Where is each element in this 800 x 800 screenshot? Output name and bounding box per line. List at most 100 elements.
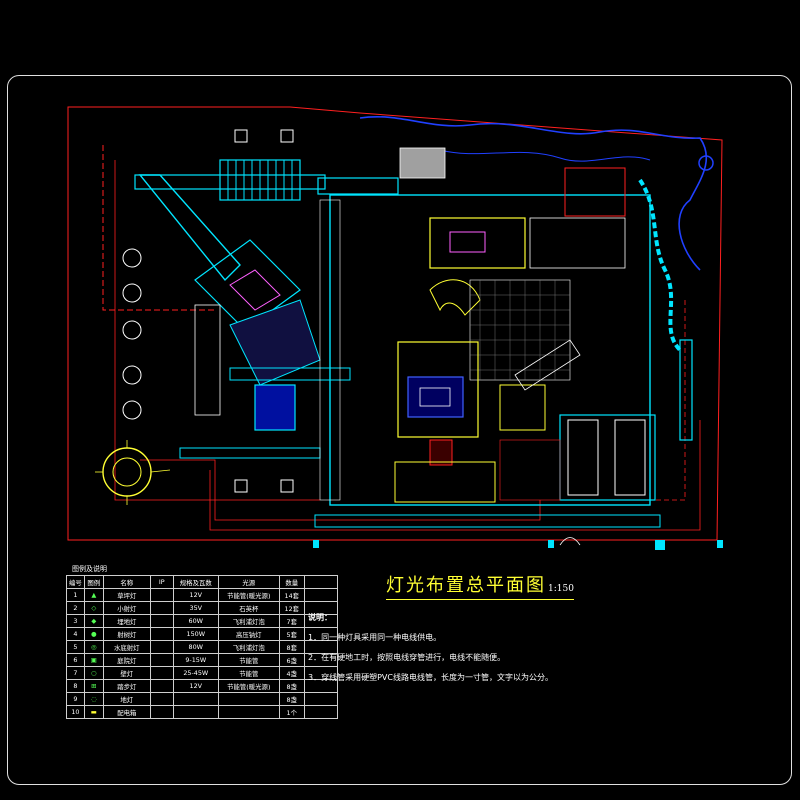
legend-qty: 14套 xyxy=(278,588,305,602)
legend-ip xyxy=(149,601,174,615)
pool xyxy=(254,384,296,431)
lighting-wire xyxy=(140,459,541,521)
legend-spec: 25-45W xyxy=(172,666,219,680)
garage xyxy=(559,414,656,501)
legend-source: 节能管 xyxy=(217,653,280,667)
legend-qty: 8盏 xyxy=(278,692,305,706)
gate xyxy=(313,540,319,548)
gate xyxy=(717,540,723,548)
legend-spec: 150W xyxy=(172,627,219,641)
legend-name: 壁灯 xyxy=(102,666,151,680)
legend-qty: 7套 xyxy=(278,614,305,628)
stair-spiral xyxy=(429,279,481,316)
legend-name: 水底射灯 xyxy=(102,640,151,654)
legend-header: 规格及瓦数 xyxy=(172,575,219,589)
legend-source xyxy=(217,692,280,706)
legend-header: 编号 xyxy=(66,575,85,589)
lighting-wire xyxy=(650,300,686,501)
legend-no: 9 xyxy=(66,692,85,706)
legend-name: 草坪灯 xyxy=(102,588,151,602)
drawing-scale: 1:150 xyxy=(548,584,574,594)
legend-no: 2 xyxy=(66,601,85,615)
legend-spec: 80W xyxy=(172,640,219,654)
legend-title: 图例及说明 xyxy=(72,565,107,573)
legend-remark xyxy=(303,588,338,602)
legend-qty: 6盏 xyxy=(278,653,305,667)
legend-header: 图例 xyxy=(83,575,104,589)
legend-header: 数量 xyxy=(278,575,305,589)
legend-qty: 5套 xyxy=(278,627,305,641)
legend-ip xyxy=(149,653,174,667)
legend-no: 1 xyxy=(66,588,85,602)
dining-room xyxy=(429,217,526,269)
legend-source: 节能管(暖光源) xyxy=(217,588,280,602)
legend-source: 节能管(暖光源) xyxy=(217,679,280,693)
legend-no: 8 xyxy=(66,679,85,693)
legend-no: 6 xyxy=(66,653,85,667)
legend-qty: 8套 xyxy=(278,640,305,654)
walkway xyxy=(134,174,326,190)
car-right xyxy=(614,419,646,496)
legend-header: 光源 xyxy=(217,575,280,589)
legend-ip xyxy=(149,692,174,706)
legend-source xyxy=(217,705,280,719)
legend-icon: ▲ xyxy=(83,588,104,602)
house-wall xyxy=(329,194,651,506)
fountain xyxy=(698,155,714,171)
legend-ip xyxy=(149,627,174,641)
note-item: 2．在有硬地工时，按照电线穿管进行，电线不能随便。 xyxy=(308,653,506,662)
legend-ip xyxy=(149,614,174,628)
gazebo xyxy=(102,447,152,497)
living-room xyxy=(397,341,479,438)
lighting-wire xyxy=(102,145,215,311)
stream xyxy=(439,149,651,162)
tile-strip xyxy=(194,304,221,416)
notes-heading: 说明： xyxy=(308,613,332,622)
legend-icon: ○ xyxy=(83,666,104,680)
legend-header-row: 编号 图例 名称 IP 规格及瓦数 光源 数量 xyxy=(66,575,338,589)
title-text: 灯光布置总平面图 xyxy=(386,575,546,596)
legend-header-remark xyxy=(303,575,338,589)
study xyxy=(499,384,546,431)
note-item: 3．穿线管采用硬塑PVC线路电线管，长度为一寸管，文字以为公分。 xyxy=(308,673,553,682)
legend-source: 飞利浦灯泡 xyxy=(217,640,280,654)
legend-name: 配电箱 xyxy=(102,705,151,719)
legend-ip xyxy=(149,679,174,693)
left-corridor xyxy=(319,199,341,501)
lawn-lamp xyxy=(234,129,294,493)
lighting-wire xyxy=(209,420,701,531)
pavilion-inner xyxy=(229,269,281,311)
legend-remark xyxy=(303,705,338,719)
garden-pavilion xyxy=(194,239,301,331)
legend-name: 射树灯 xyxy=(102,627,151,641)
legend-spec: 60W xyxy=(172,614,219,628)
legend-spec xyxy=(172,705,219,719)
legend-qty: 4盏 xyxy=(278,666,305,680)
legend-no: 10 xyxy=(66,705,85,719)
legend-icon: ◎ xyxy=(83,640,104,654)
drawing-frame xyxy=(7,75,792,785)
legend-source: 飞利浦灯泡 xyxy=(217,614,280,628)
legend-no: 4 xyxy=(66,627,85,641)
legend-icon: ⊞ xyxy=(83,679,104,693)
legend-icon: ● xyxy=(83,627,104,641)
gate xyxy=(548,540,554,548)
lawn-area xyxy=(229,299,321,386)
gazebo-rays xyxy=(95,440,171,505)
legend-qty: 12套 xyxy=(278,601,305,615)
grey-pad xyxy=(399,147,446,179)
kitchen xyxy=(529,217,626,269)
legend-source: 石英杯 xyxy=(217,601,280,615)
legend-ip xyxy=(149,705,174,719)
